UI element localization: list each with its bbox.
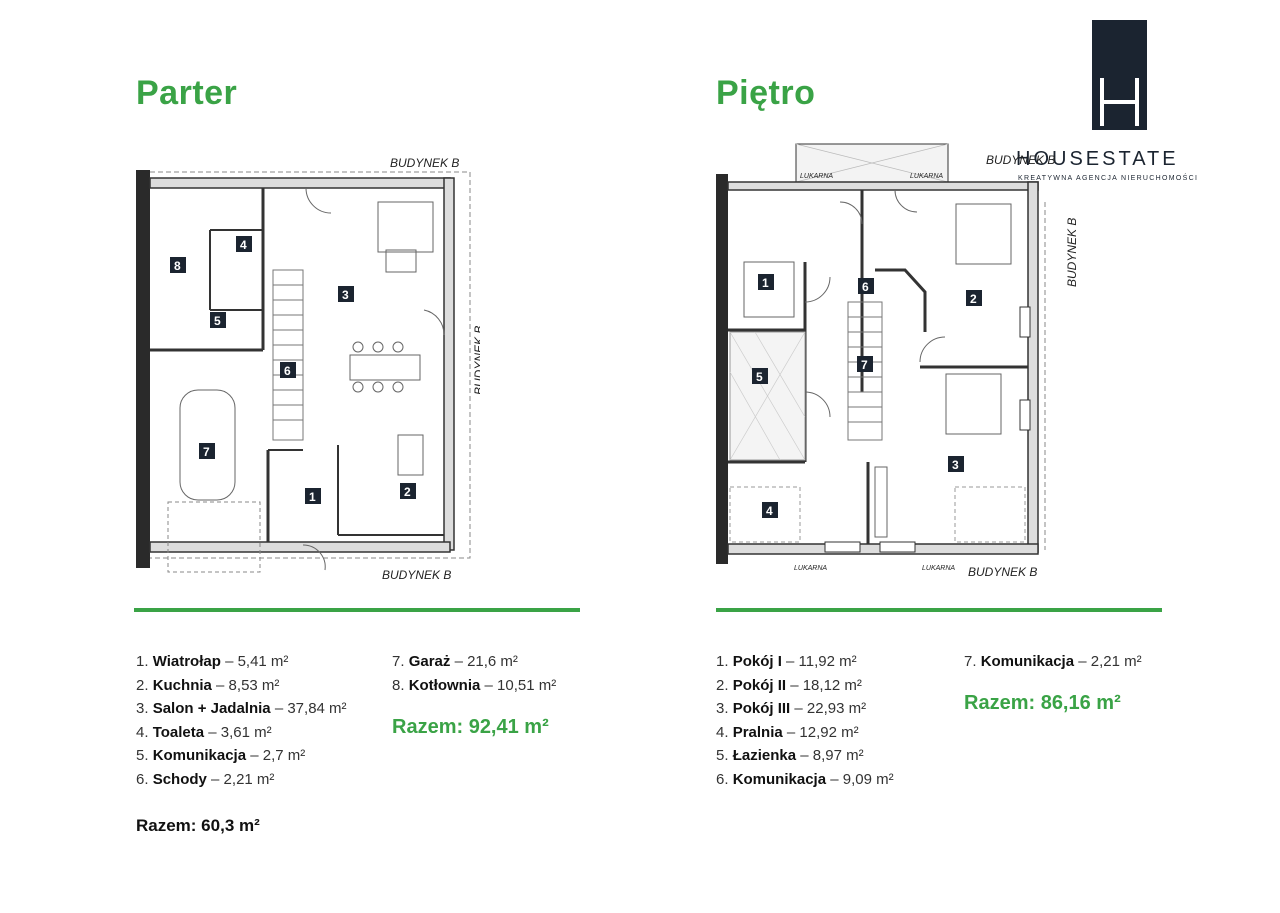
parter-room-2: 2 bbox=[404, 485, 411, 499]
logo-tagline: KREATYWNA AGENCJA NIERUCHOMOŚCI bbox=[1018, 175, 1199, 182]
list-item: 4. Pralnia – 12,92 m² bbox=[716, 723, 859, 741]
label-lukarna-4: LUKARNA bbox=[922, 565, 955, 572]
pietro-total-green: Razem: 86,16 m² bbox=[964, 692, 1121, 714]
list-item: 6. Schody – 2,21 m² bbox=[136, 770, 275, 788]
pietro-room-4: 4 bbox=[766, 504, 773, 518]
car-icon bbox=[179, 389, 236, 501]
pietro-room-1: 1 bbox=[762, 276, 769, 290]
pietro-room-3: 3 bbox=[952, 458, 959, 472]
list-item: 3. Salon + Jadalnia – 37,84 m² bbox=[136, 700, 347, 717]
parter-room-7: 7 bbox=[203, 445, 210, 459]
stairs bbox=[272, 269, 304, 441]
pietro-room-7: 7 bbox=[861, 358, 868, 372]
list-item: 5. Komunikacja – 2,7 m² bbox=[136, 747, 306, 764]
pietro-room-5: 5 bbox=[756, 370, 763, 384]
list-item: 8. Kotłownia – 10,51 m² bbox=[392, 676, 557, 694]
list-item: 7. Komunikacja – 2,21 m² bbox=[964, 653, 1142, 670]
list-item: 1. Wiatrołap – 5,41 m² bbox=[136, 653, 289, 670]
pietro-room-6: 6 bbox=[862, 280, 869, 294]
parter-room-3: 3 bbox=[342, 288, 349, 302]
label-budynek-bottom: BUDYNEK B bbox=[968, 565, 1037, 579]
list-item: 4. Toaleta – 3,61 m² bbox=[136, 723, 272, 741]
list-item: 2. Kuchnia – 8,53 m² bbox=[136, 676, 280, 694]
pietro-title: Piętro bbox=[716, 74, 816, 112]
parter-room-list: 1. Wiatrołap – 5,41 m² 2. Kuchnia – 8,53… bbox=[136, 650, 347, 791]
parter-title: Parter bbox=[136, 74, 238, 112]
parter-divider bbox=[134, 608, 580, 612]
label-lukarna-1: LUKARNA bbox=[800, 173, 833, 180]
label-budynek-right: BUDYNEK B bbox=[472, 326, 480, 395]
list-item: 3. Pokój III – 22,93 m² bbox=[716, 700, 867, 717]
list-item: 2. Pokój II – 18,12 m² bbox=[716, 676, 862, 694]
pietro-room-2: 2 bbox=[970, 292, 977, 306]
label-budynek-top: BUDYNEK B bbox=[986, 153, 1055, 167]
label-budynek-bottom: BUDYNEK B bbox=[382, 568, 451, 580]
label-budynek-top: BUDYNEK B bbox=[390, 156, 459, 170]
parter-room-list-2: 7. Garaż – 21,6 m² 8. Kotłownia – 10,51 … bbox=[392, 650, 556, 697]
list-item: 5. Łazienka – 8,97 m² bbox=[716, 747, 864, 764]
parter-room-5: 5 bbox=[214, 314, 221, 328]
list-item: 1. Pokój I – 11,92 m² bbox=[716, 653, 857, 670]
parter-room-4: 4 bbox=[240, 238, 247, 252]
pietro-room-list: 1. Pokój I – 11,92 m² 2. Pokój II – 18,1… bbox=[716, 650, 894, 791]
parter-room-6: 6 bbox=[284, 364, 291, 378]
parter-room-1: 1 bbox=[309, 490, 316, 504]
label-lukarna-3: LUKARNA bbox=[794, 565, 827, 572]
list-item: 7. Garaż – 21,6 m² bbox=[392, 653, 518, 670]
logo-mark bbox=[1092, 20, 1147, 130]
housestate-logo: HOUSESTATE KREATYWNA AGENCJA NIERUCHOMOŚ… bbox=[1016, 18, 1226, 188]
parter-room-8: 8 bbox=[174, 259, 181, 273]
label-lukarna-2: LUKARNA bbox=[910, 173, 943, 180]
pietro-room-list-2: 7. Komunikacja – 2,21 m² bbox=[964, 650, 1142, 674]
parter-total-green: Razem: 92,41 m² bbox=[392, 716, 549, 738]
pietro-floor-plan: BUDYNEK B BUDYNEK B BUDYNEK B LUKARNA LU… bbox=[716, 143, 1079, 579]
parter-floor-plan: BUDYNEK B BUDYNEK B BUDYNEK B 1 2 3 4 5 … bbox=[136, 156, 480, 580]
label-budynek-right: BUDYNEK B bbox=[1065, 218, 1079, 287]
logo-wordmark: HOUSESTATE bbox=[1016, 148, 1179, 170]
list-item: 6. Komunikacja – 9,09 m² bbox=[716, 770, 894, 788]
pietro-divider bbox=[716, 608, 1162, 612]
stairs bbox=[847, 301, 883, 441]
parter-total-black: Razem: 60,3 m² bbox=[136, 816, 260, 835]
